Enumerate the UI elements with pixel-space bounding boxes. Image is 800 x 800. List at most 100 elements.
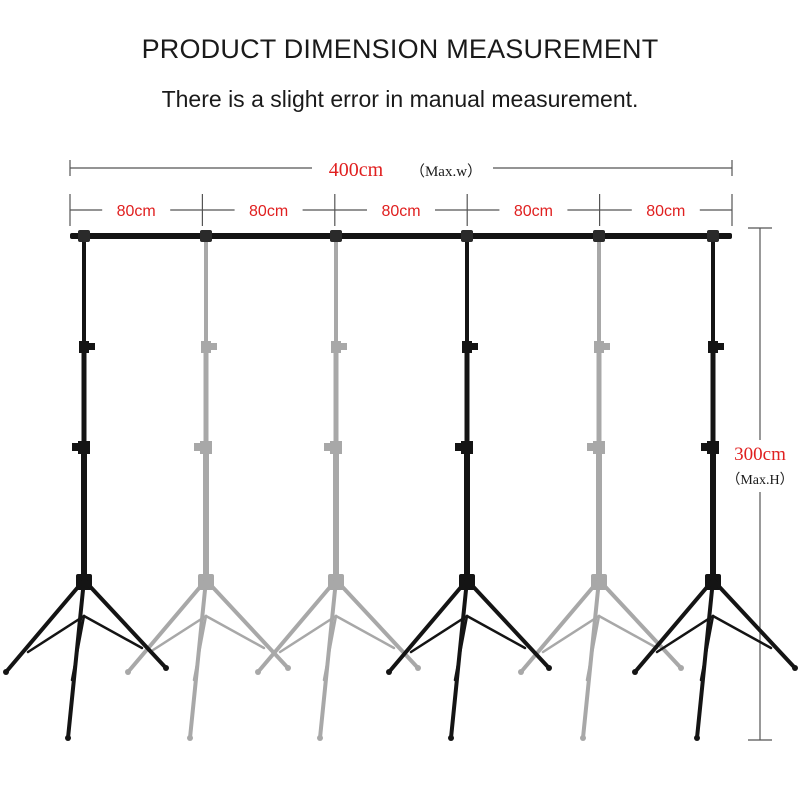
leg-brace <box>541 614 601 654</box>
knob-icon <box>72 443 78 451</box>
leg-brace <box>322 614 338 682</box>
leg-foot <box>694 735 700 741</box>
crossbar-connector <box>593 230 605 242</box>
tripod-leg <box>126 578 208 674</box>
leg-brace <box>70 614 86 682</box>
leg-foot <box>546 665 552 671</box>
page-title: PRODUCT DIMENSION MEASUREMENT <box>141 34 659 64</box>
segment-label: 80cm <box>646 203 685 220</box>
segment-label: 80cm <box>381 203 420 220</box>
knob-icon <box>89 343 95 350</box>
leg-foot <box>65 735 71 741</box>
stand-3 <box>255 234 421 741</box>
total-width-value: 400cm <box>329 159 384 181</box>
height-value: 300cm <box>734 444 786 465</box>
leg-brace <box>597 614 659 650</box>
leg-brace <box>192 614 208 682</box>
knob-icon <box>718 343 724 350</box>
segment-label: 80cm <box>117 203 156 220</box>
pole-clamp-upper <box>594 341 604 353</box>
knob-icon <box>701 443 707 451</box>
leg-brace <box>699 614 715 682</box>
stand-5 <box>518 234 684 741</box>
crossbar-tube <box>70 233 732 239</box>
segment-labels: 80cm 80cm 80cm 80cm 80cm <box>117 203 686 220</box>
leg-foot <box>448 735 454 741</box>
leg-brace <box>453 614 469 682</box>
pole-clamp-lower <box>200 441 212 454</box>
leg-foot <box>163 665 169 671</box>
leg-brace <box>204 614 266 650</box>
tripod-leg <box>519 578 601 674</box>
leg-brace <box>148 614 208 654</box>
leg-foot <box>580 735 586 741</box>
knob-icon <box>604 343 610 350</box>
knob-icon <box>587 443 593 451</box>
knob-icon <box>194 443 200 451</box>
crossbar-connector <box>461 230 473 242</box>
pole-clamp-lower <box>593 441 605 454</box>
total-width-dimension <box>69 160 733 176</box>
leg-brace <box>711 614 773 650</box>
pole-clamp-upper <box>201 341 211 353</box>
leg-brace <box>82 614 144 650</box>
leg-foot <box>518 669 524 675</box>
height-note: （Max.H） <box>726 472 793 488</box>
tripod-leg <box>633 578 715 674</box>
leg-foot <box>285 665 291 671</box>
leg-brace <box>26 614 86 654</box>
knob-icon <box>341 343 347 350</box>
pole-clamp-upper <box>462 341 472 353</box>
crossbar-connector <box>200 230 212 242</box>
leg-foot <box>255 669 261 675</box>
leg-brace <box>334 614 396 650</box>
knob-icon <box>211 343 217 350</box>
page-subtitle: There is a slight error in manual measur… <box>161 86 639 112</box>
knob-icon <box>472 343 478 350</box>
tripod-leg <box>4 578 86 674</box>
leg-brace <box>655 614 715 654</box>
leg-brace <box>465 614 527 650</box>
pole-clamp-upper <box>79 341 89 353</box>
leg-foot <box>317 735 323 741</box>
pole-clamp-lower <box>461 441 473 454</box>
total-width-note: （Max.w） <box>410 163 482 180</box>
tripod-leg <box>465 578 551 670</box>
tripod-leg <box>597 578 683 670</box>
leg-foot <box>187 735 193 741</box>
crossbar <box>70 230 732 242</box>
leg-foot <box>415 665 421 671</box>
leg-brace <box>409 614 469 654</box>
tripod-leg <box>711 578 797 670</box>
leg-foot <box>792 665 798 671</box>
pole-clamp-upper <box>708 341 718 353</box>
segment-dimension <box>69 194 733 226</box>
pole-clamp-upper <box>331 341 341 353</box>
tripod-leg <box>387 578 469 674</box>
pole-clamp-lower <box>78 441 90 454</box>
crossbar-connector <box>330 230 342 242</box>
pole-clamp-lower <box>707 441 719 454</box>
leg-foot <box>678 665 684 671</box>
height-dimension <box>748 227 772 741</box>
backdrop-stands <box>3 234 798 741</box>
crossbar-connector <box>707 230 719 242</box>
leg-foot <box>3 669 9 675</box>
leg-foot <box>125 669 131 675</box>
segment-label: 80cm <box>514 203 553 220</box>
leg-foot <box>386 669 392 675</box>
leg-brace <box>278 614 338 654</box>
pole-clamp-lower <box>330 441 342 454</box>
stand-6 <box>632 234 798 741</box>
crossbar-connector <box>78 230 90 242</box>
segment-label: 80cm <box>249 203 288 220</box>
stand-1 <box>3 234 169 741</box>
knob-icon <box>455 443 461 451</box>
tripod-leg <box>82 578 168 670</box>
leg-foot <box>632 669 638 675</box>
tripod-leg <box>256 578 338 674</box>
knob-icon <box>324 443 330 451</box>
stand-4 <box>386 234 552 741</box>
leg-brace <box>585 614 601 682</box>
